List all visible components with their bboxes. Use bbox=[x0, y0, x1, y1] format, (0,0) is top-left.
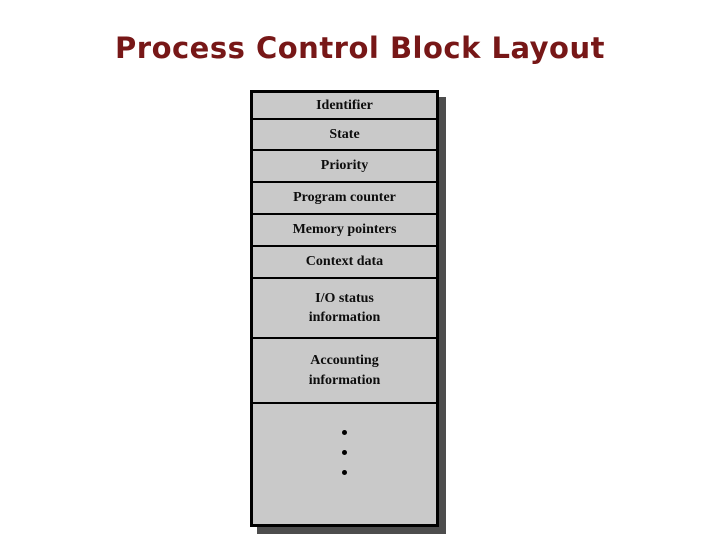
ellipsis-dot bbox=[342, 430, 347, 435]
ellipsis-dots bbox=[342, 404, 347, 475]
pcb-row: I/O status information bbox=[253, 279, 436, 339]
pcb-row: Program counter bbox=[253, 183, 436, 215]
pcb-row-label: I/O status information bbox=[308, 290, 381, 325]
pcb-row-ellipsis bbox=[253, 404, 436, 524]
pcb-row: Memory pointers bbox=[253, 215, 436, 247]
pcb-row-label: Accounting information bbox=[308, 353, 381, 388]
pcb-row-label: State bbox=[329, 126, 360, 142]
ellipsis-dot bbox=[342, 450, 347, 455]
pcb-row-label: Identifier bbox=[316, 97, 373, 113]
pcb-row: State bbox=[253, 120, 436, 151]
pcb-row-label: Program counter bbox=[293, 190, 396, 206]
pcb-row-label: Memory pointers bbox=[292, 222, 397, 238]
pcb-row: Identifier bbox=[253, 93, 436, 120]
ellipsis-dot bbox=[342, 470, 347, 475]
pcb-row-label: Priority bbox=[320, 158, 369, 174]
slide-title: Process Control Block Layout bbox=[115, 31, 605, 65]
pcb-row: Priority bbox=[253, 151, 436, 183]
pcb-row-label: Context data bbox=[305, 254, 384, 270]
pcb-row: Accounting information bbox=[253, 339, 436, 404]
pcb-row: Context data bbox=[253, 247, 436, 279]
